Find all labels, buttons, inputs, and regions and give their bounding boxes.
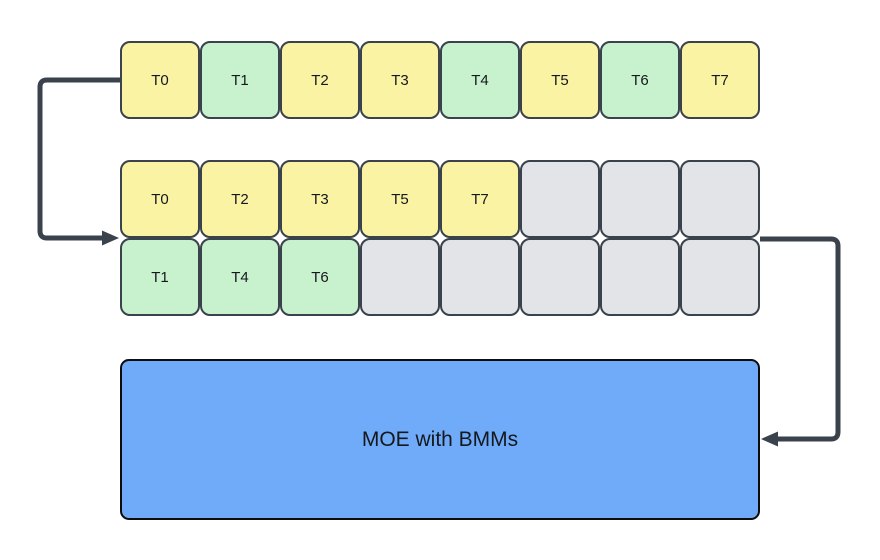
token-cell: T0 — [120, 41, 200, 119]
token-cell: T3 — [280, 160, 360, 238]
empty-cell — [600, 238, 680, 316]
token-cell: T2 — [280, 41, 360, 119]
token-cell: T1 — [200, 41, 280, 119]
token-sequence-row: T0 T1 T2 T3 T4 T5 T6 T7 — [120, 41, 760, 119]
token-cell: T6 — [280, 238, 360, 316]
moe-bmm-box: MOE with BMMs — [120, 359, 760, 520]
token-cell: T4 — [440, 41, 520, 119]
empty-cell — [680, 238, 760, 316]
empty-cell — [440, 238, 520, 316]
token-cell: T0 — [120, 160, 200, 238]
empty-cell — [680, 160, 760, 238]
token-cell: T7 — [680, 41, 760, 119]
token-cell: T6 — [600, 41, 680, 119]
token-cell: T4 — [200, 238, 280, 316]
right-routing-arrow — [760, 236, 841, 447]
left-routing-arrow — [37, 77, 120, 246]
token-cell: T5 — [360, 160, 440, 238]
moe-bmm-label: MOE with BMMs — [361, 427, 519, 451]
token-cell: T1 — [120, 238, 200, 316]
token-cell: T5 — [520, 41, 600, 119]
empty-cell — [520, 238, 600, 316]
token-cell: T3 — [360, 41, 440, 119]
empty-cell — [520, 160, 600, 238]
token-cell: T2 — [200, 160, 280, 238]
grouped-tokens-row-1: T0 T2 T3 T5 T7 — [120, 160, 760, 238]
grouped-tokens-row-2: T1 T4 T6 — [120, 238, 760, 316]
empty-cell — [600, 160, 680, 238]
empty-cell — [360, 238, 440, 316]
token-cell: T7 — [440, 160, 520, 238]
